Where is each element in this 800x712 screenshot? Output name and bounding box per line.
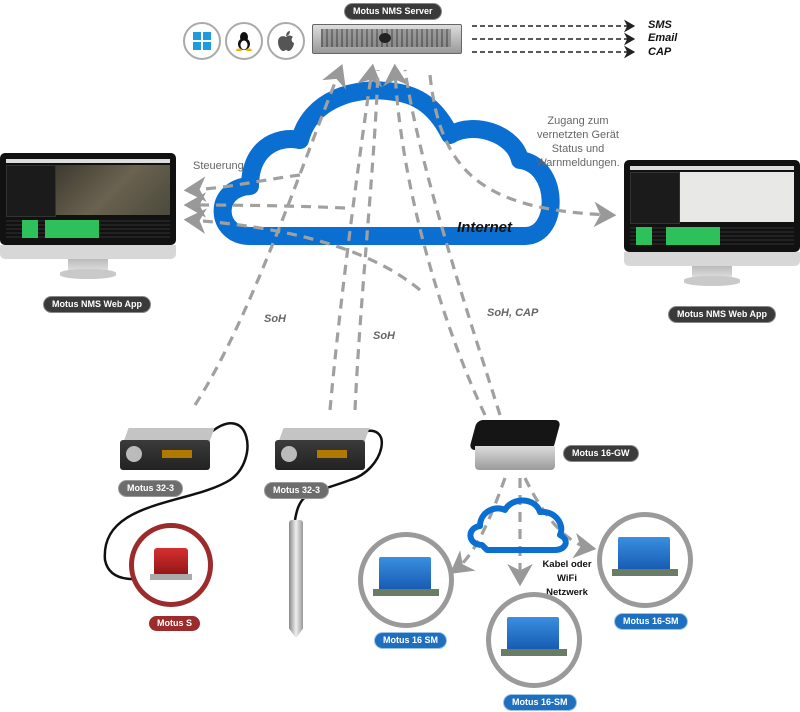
recorder-left-image (120, 428, 216, 472)
internet-label: Internet (457, 219, 513, 236)
motus-s-label: Motus S (149, 616, 200, 631)
linux-icon (225, 22, 263, 60)
sm-left-label: Motus 16 SM (374, 632, 448, 649)
status-arrow-right (428, 74, 617, 228)
server-rack-image (312, 24, 462, 54)
alert-email: Email (648, 32, 678, 44)
local-arrow-left (449, 477, 507, 574)
web-app-left-label: Motus NMS Web App (43, 296, 151, 313)
sm-right-ring (597, 512, 693, 608)
web-app-monitor-right (624, 160, 800, 286)
sm-bottom-label: Motus 16-SM (503, 694, 577, 711)
control-arrow-1 (183, 173, 301, 202)
local-network-label: Kabel oder WiFi Netzwerk (542, 559, 592, 598)
sm-sensor (379, 557, 431, 591)
apple-icon (267, 22, 305, 60)
cable-left (103, 422, 249, 581)
sm-sensor (618, 537, 670, 571)
server-label: Motus NMS Server (344, 3, 442, 20)
soh-up-mid (328, 63, 383, 411)
alert-arrows (472, 19, 636, 59)
alert-sms: SMS (648, 19, 672, 31)
soh-cap-down (403, 69, 502, 416)
borehole-sensor-image (289, 520, 303, 638)
sm-sensor (507, 617, 559, 651)
control-label: Steuerung (193, 160, 244, 172)
windows-icon (183, 22, 221, 60)
soh-cap-label: SoH, CAP (487, 307, 539, 319)
web-app-monitor-left (0, 153, 176, 279)
cable-mid (293, 429, 384, 521)
motus-s-sensor (154, 548, 188, 576)
recorder-left-label: Motus 32-3 (118, 480, 184, 497)
gateway-image (468, 420, 562, 476)
soh-up-left (193, 64, 346, 406)
gateway-label: Motus 16-GW (563, 445, 639, 462)
soh-cap-up (382, 63, 487, 416)
web-app-right-label: Motus NMS Web App (668, 306, 776, 323)
control-arrow-3 (183, 208, 422, 292)
soh-label-mid: SoH (373, 330, 395, 342)
alert-cap: CAP (648, 46, 672, 58)
motus-s-ring (129, 523, 213, 607)
sm-left-ring (358, 532, 454, 628)
internet-cloud (213, 81, 560, 245)
sm-right-label: Motus 16-SM (614, 613, 688, 630)
recorder-mid-label: Motus 32-3 (264, 482, 330, 499)
status-access-label: Zugang zum vernetzten Gerät Status und W… (536, 115, 620, 169)
monitor-screen (0, 153, 176, 245)
soh-down-mid (353, 69, 380, 411)
monitor-screen (624, 160, 800, 252)
local-network-cloud (467, 497, 569, 553)
sm-bottom-ring (486, 592, 582, 688)
recorder-mid-image (275, 428, 371, 472)
local-arrow-right (523, 477, 597, 559)
soh-label-left: SoH (264, 313, 286, 325)
control-arrow-2 (183, 192, 346, 218)
